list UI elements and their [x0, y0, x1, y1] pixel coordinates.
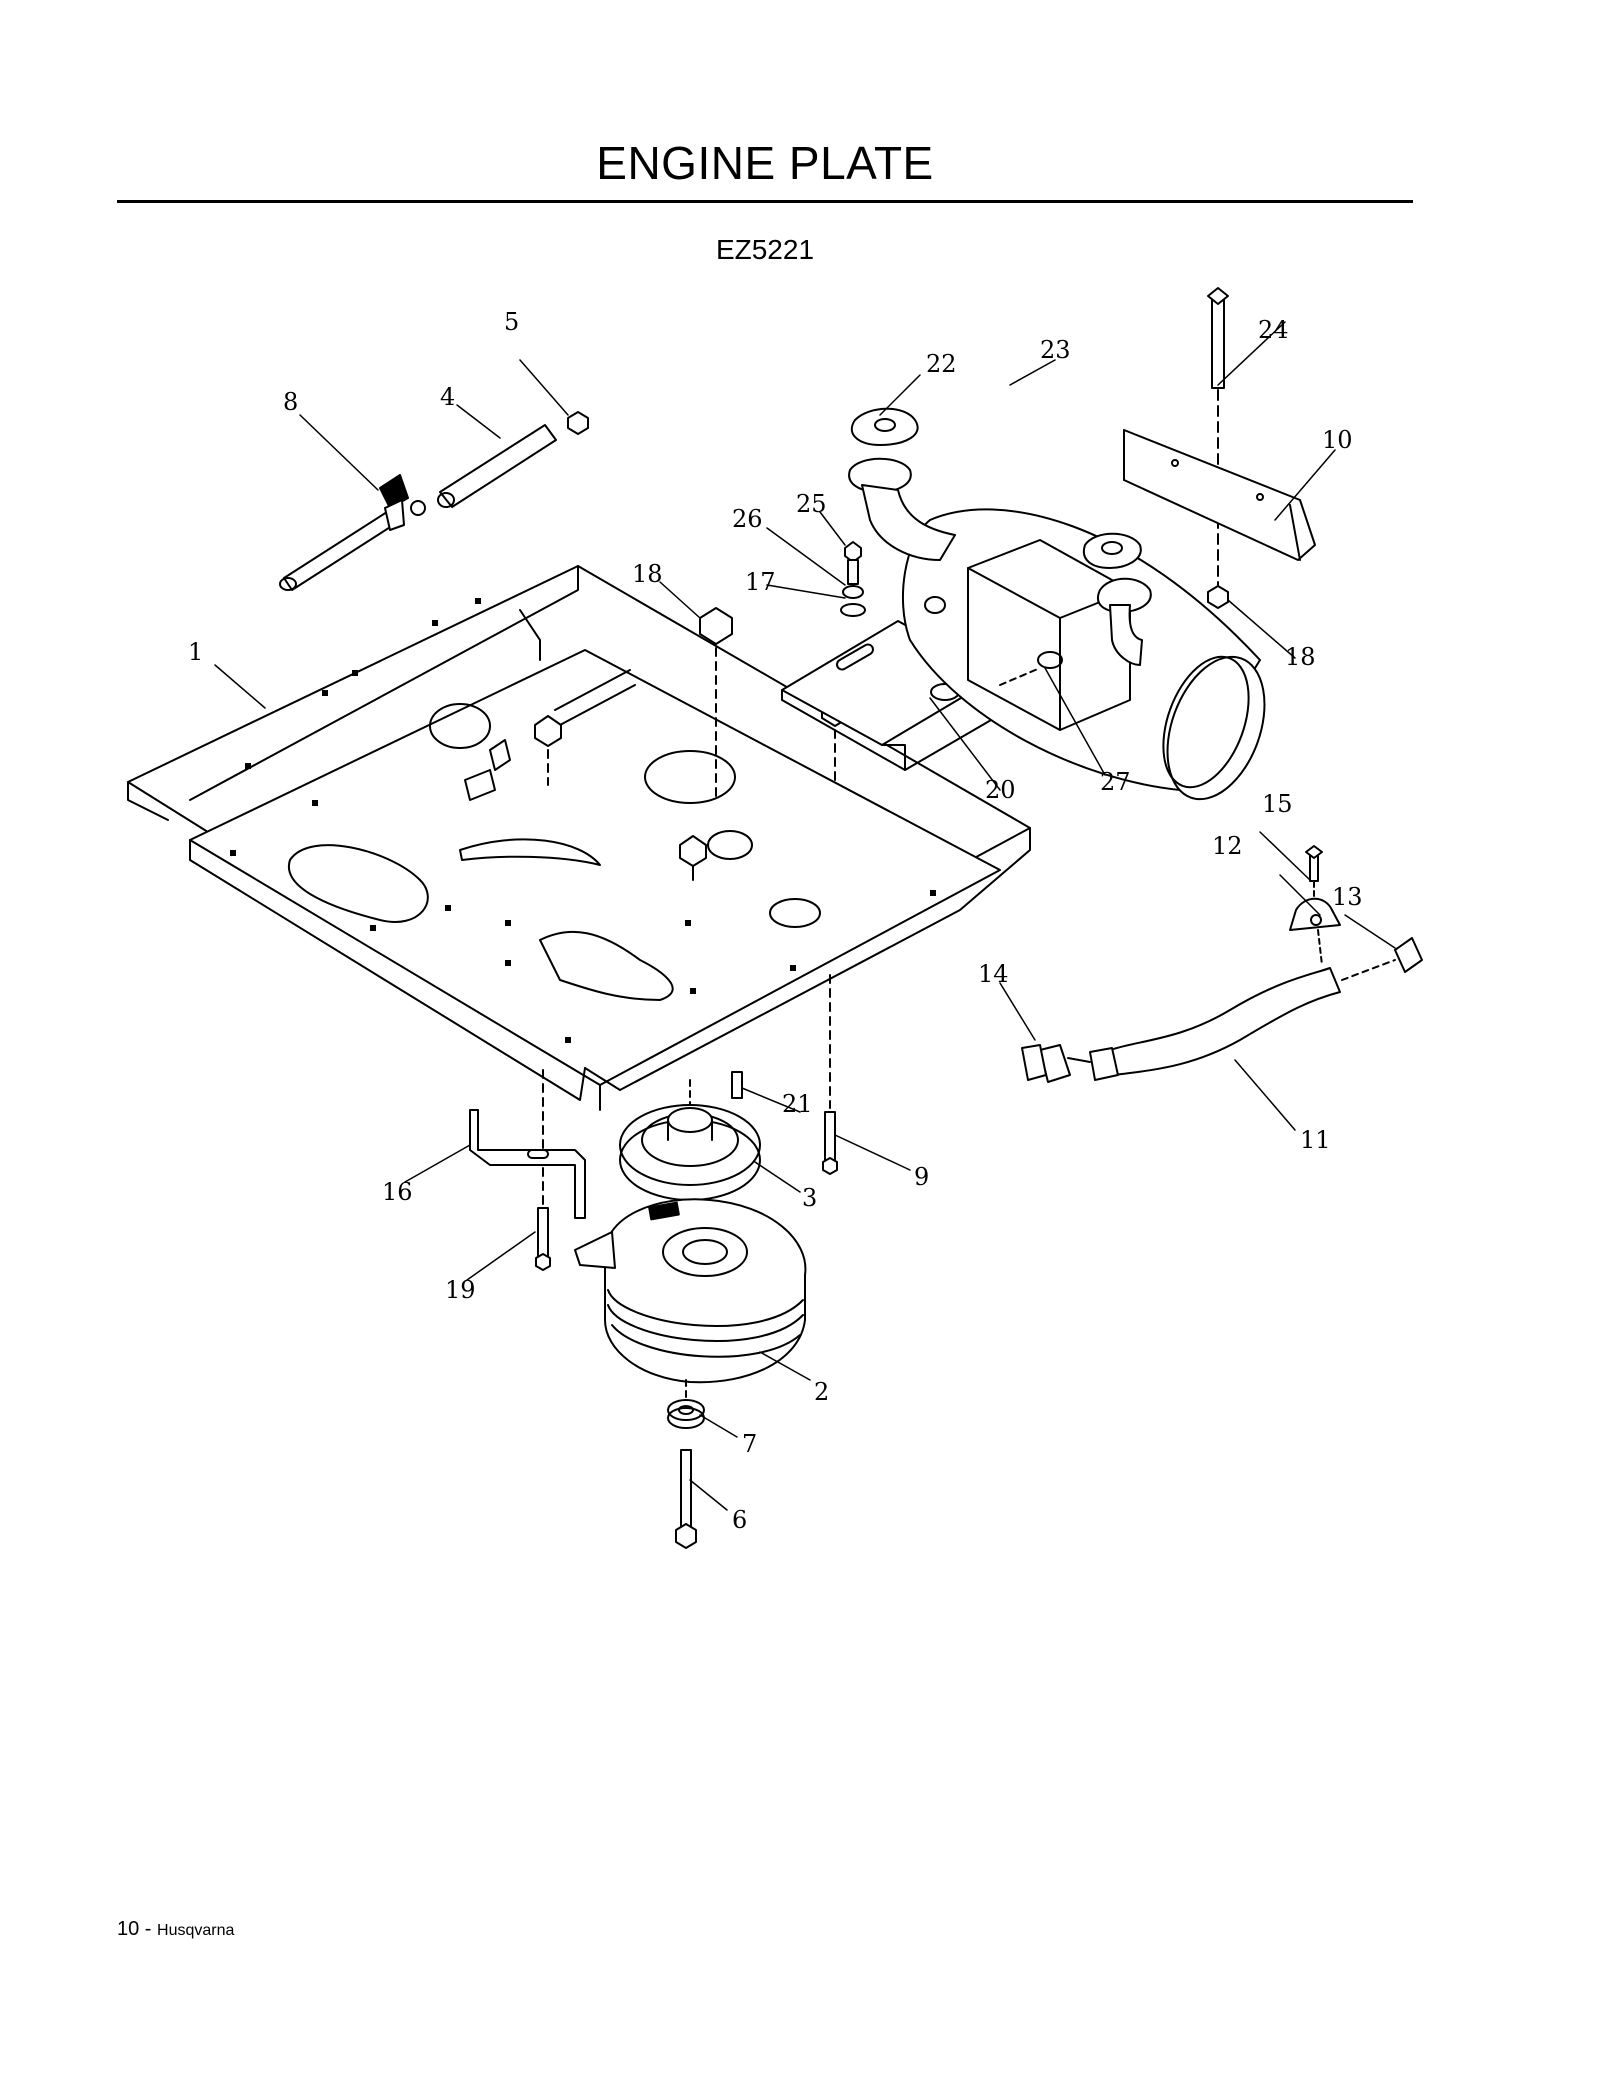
engine-plate-part	[127, 565, 1031, 1111]
callout-16: 16	[382, 1178, 413, 1206]
callout-20: 20	[985, 776, 1016, 804]
callout-5: 5	[504, 308, 519, 336]
oil-drain-hose-parts	[1021, 845, 1423, 1083]
footer-brand: Husqvarna	[157, 1922, 235, 1939]
callout-23: 23	[1040, 336, 1071, 364]
clutch-washer-and-bolt	[667, 1379, 705, 1549]
pulley-part	[619, 1104, 761, 1201]
callout-7: 7	[742, 1430, 757, 1458]
exhaust-pipes-and-gaskets	[848, 407, 1152, 666]
callout-15: 15	[1262, 790, 1293, 818]
callout-22: 22	[926, 350, 957, 378]
fuel-valve-and-hose	[279, 411, 589, 591]
page-footer: 10 - Husqvarna	[117, 1918, 234, 1941]
model-label: EZ5221	[715, 234, 815, 265]
callout-14: 14	[978, 960, 1009, 988]
callout-18-bracket: 18	[1285, 643, 1316, 671]
muffler-mount-bracket-part	[1123, 287, 1316, 609]
callout-1: 1	[188, 638, 203, 666]
muffler-bolt-part	[999, 667, 1041, 686]
leader-lines	[214, 321, 1396, 1511]
callout-24: 24	[1258, 316, 1289, 344]
callout-10: 10	[1322, 426, 1353, 454]
footer-page-number: 10	[117, 1918, 140, 1940]
page-title: ENGINE PLATE	[596, 137, 934, 189]
callout-9: 9	[914, 1163, 929, 1191]
callout-2: 2	[814, 1378, 829, 1406]
callout-19: 19	[445, 1276, 476, 1304]
bracket-bolt-and-washers	[840, 541, 866, 617]
clutch-bracket-part	[469, 1109, 586, 1219]
callout-21: 21	[782, 1090, 813, 1118]
electric-clutch-part	[574, 1198, 807, 1384]
callout-11: 11	[1300, 1126, 1331, 1154]
callout-12: 12	[1212, 832, 1243, 860]
callout-27: 27	[1100, 768, 1131, 796]
callout-6: 6	[732, 1506, 747, 1534]
callout-25: 25	[796, 490, 827, 518]
callout-8: 8	[283, 388, 298, 416]
callout-labels: 1 2 3 4 5 6 7 8 9 10 11 12 13 14 15 16 1…	[188, 308, 1363, 1534]
title-divider	[117, 200, 1413, 203]
callout-4: 4	[440, 383, 455, 411]
muffler-part	[901, 508, 1266, 801]
footer-separator: -	[139, 1918, 158, 1940]
callout-26: 26	[732, 505, 763, 533]
callout-3: 3	[802, 1184, 817, 1212]
callout-13: 13	[1332, 883, 1363, 911]
callout-17: 17	[745, 568, 776, 596]
callout-18-plate: 18	[632, 560, 663, 588]
